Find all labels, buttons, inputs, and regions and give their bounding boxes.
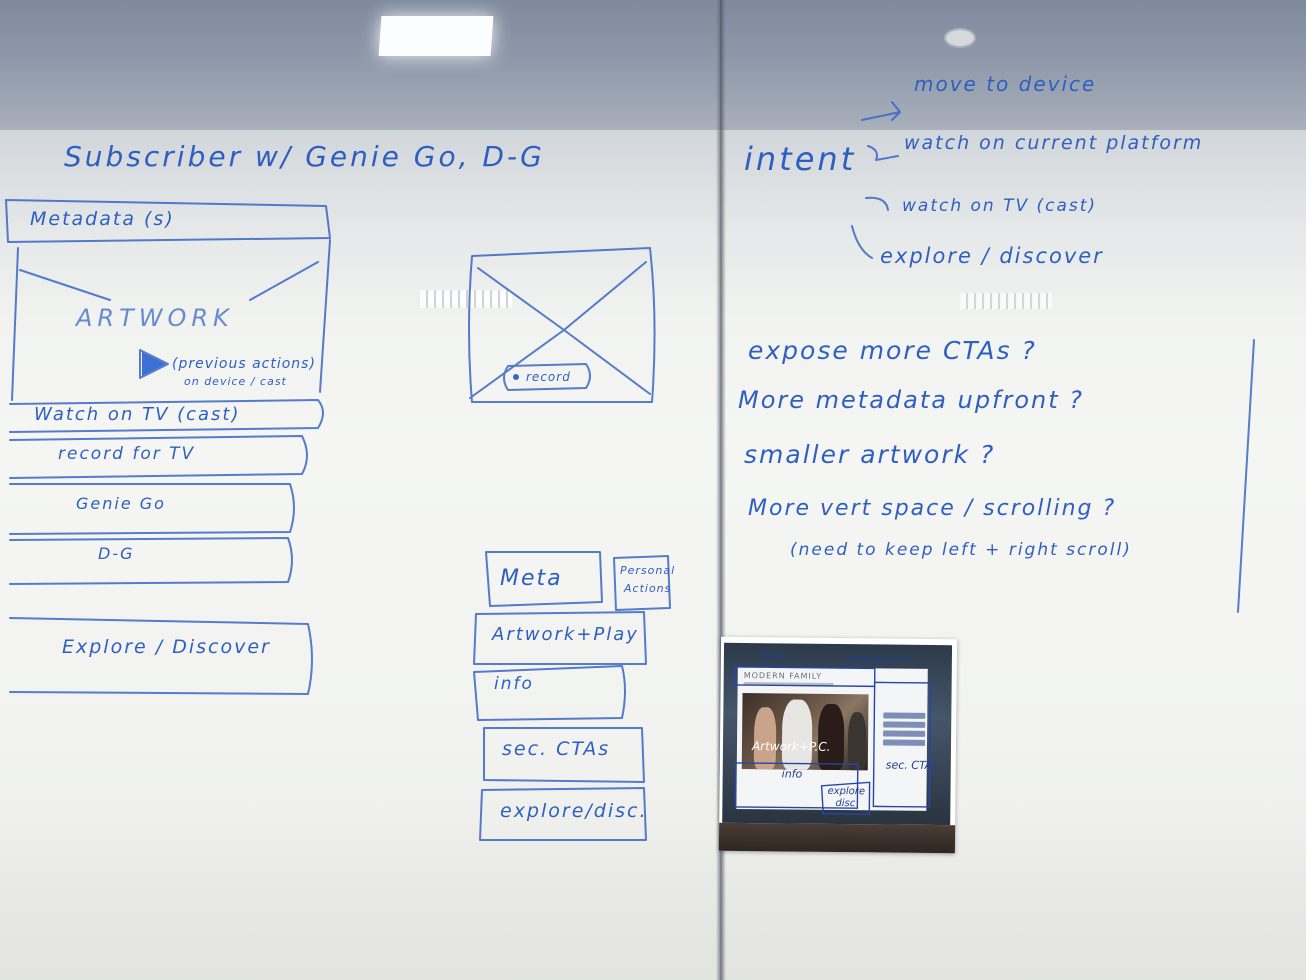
record-for-tv-button-label: record for TV <box>58 444 196 464</box>
cta-pill <box>9 617 313 695</box>
printout-explore-line1: explore <box>827 785 866 798</box>
question-smaller-artwork: smaller artwork ? <box>744 440 996 469</box>
printout-meta-label: Meta <box>760 651 786 663</box>
personal-actions-line2: Actions <box>624 582 672 595</box>
sec-ctas-box <box>483 727 645 783</box>
printout-explore-line2: disc <box>835 797 856 810</box>
watch-on-tv-button-label: Watch on TV (cast) <box>34 404 241 425</box>
genie-go-button-label: Genie Go <box>76 494 166 513</box>
board-lower-shade <box>0 820 1306 980</box>
artwork-play-label: Artwork+Play <box>492 624 639 645</box>
printout-pen-annotations <box>733 666 932 816</box>
printout-bottom-strip <box>718 822 956 854</box>
cta-pill <box>9 483 295 535</box>
intent-option-move-to-device: move to device <box>914 72 1097 96</box>
subscriber-heading: Subscriber w/ Genie Go, D-G <box>64 140 545 173</box>
cta-pill <box>9 399 324 433</box>
sketch-frame <box>468 247 656 403</box>
play-outline <box>139 349 169 379</box>
scroll-line <box>1237 339 1255 613</box>
meta-label: Meta <box>500 566 563 591</box>
intent-arrow <box>867 145 899 161</box>
metadata-box <box>5 199 331 243</box>
record-label: record <box>526 370 571 384</box>
printout-artwork-label: Artwork+P.C. <box>751 739 831 754</box>
cta-pill <box>9 435 308 479</box>
ceiling-reflection <box>0 0 1306 130</box>
intent-label: intent <box>744 140 857 178</box>
question-more-metadata: More metadata upfront ? <box>738 386 1085 414</box>
sketch-cross <box>469 261 651 399</box>
explore-discover-button-label: Explore / Discover <box>62 636 271 658</box>
record-pill <box>503 363 591 391</box>
artwork-frame <box>11 239 331 401</box>
artwork-play-box <box>473 611 647 665</box>
printout-info-label: info <box>781 767 803 781</box>
question-expose-ctas: expose more CTAs ? <box>748 336 1037 365</box>
intent-option-watch-current-platform: watch on current platform <box>904 132 1204 154</box>
question-keep-scroll: (need to keep left + right scroll) <box>790 540 1132 560</box>
previous-actions-line2: on device / cast <box>184 375 287 388</box>
intent-option-watch-on-tv: watch on TV (cast) <box>902 196 1098 216</box>
ceiling-sprinkler <box>944 28 976 48</box>
printout-personal-label: personal actns <box>844 654 912 665</box>
artwork-label: ARTWORK <box>76 304 234 332</box>
question-vert-space: More vert space / scrolling ? <box>748 496 1117 521</box>
personal-actions-line1: Personal <box>620 564 676 577</box>
intent-arrow <box>851 225 873 259</box>
meta-box <box>485 551 603 607</box>
metadata-label: Metadata (s) <box>30 208 175 230</box>
taped-printout: MODERN FAMILY Meta personal actns Artwor… <box>718 636 958 854</box>
d-g-button-label: D-G <box>98 544 135 563</box>
play-fill-icon <box>142 352 166 376</box>
intent-option-explore-discover: explore / discover <box>880 244 1104 268</box>
explore-disc-label: explore/disc. <box>500 800 648 822</box>
ceiling-vent <box>420 290 512 308</box>
board-panel-seam <box>716 0 726 980</box>
sec-ctas-label: sec. CTAs <box>502 738 611 760</box>
info-box <box>473 665 626 721</box>
ceiling-vent <box>960 293 1052 309</box>
info-label: info <box>494 674 534 694</box>
personal-box <box>613 555 671 611</box>
artwork-cross <box>19 261 319 301</box>
printout-sec-ctas-label: sec. CTAs <box>885 758 939 773</box>
previous-actions-line1: (previous actions) <box>172 356 316 372</box>
cta-pill <box>9 537 293 585</box>
intent-brace <box>861 101 901 121</box>
intent-arrow <box>865 196 889 211</box>
record-dot-icon <box>513 374 519 380</box>
explore-box <box>479 787 647 841</box>
